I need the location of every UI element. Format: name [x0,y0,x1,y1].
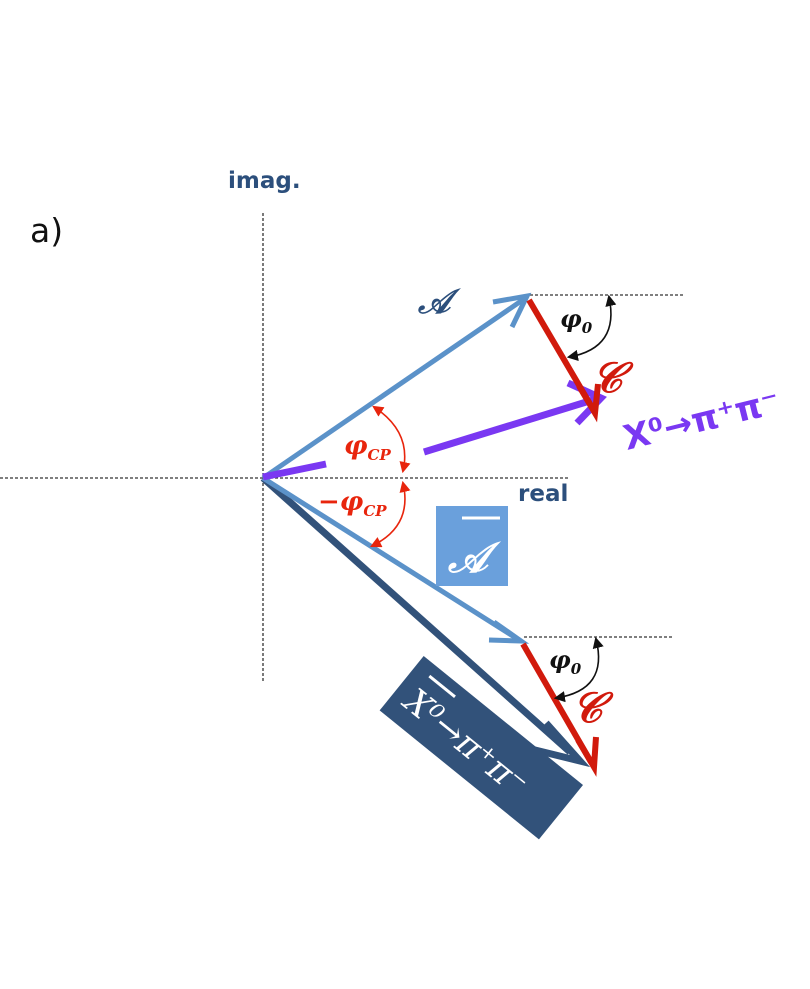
correction-label-bottom: 𝒞 [572,683,614,732]
x0-decay-label: X⁰→π⁺π⁻ [620,381,784,458]
phi-cp-arc [372,405,411,474]
phi0-arc-top [566,294,617,361]
neg-phi-cp-arc [369,480,411,548]
phi0-label-bottom: φ0 [549,645,582,678]
amplitude-label: 𝒜 [417,282,461,322]
x0-decay-vector [262,379,607,481]
x0bar-decay-vector [260,475,591,768]
neg-phi-cp-label: −φCP [318,487,387,520]
imag-axis-label: imag. [228,168,301,194]
amplitude-bar-vector [261,475,530,644]
x0bar-decay-label: X⁰→π⁺π⁻ [379,656,583,840]
phi0-arc-bottom [553,636,604,703]
real-axis-label: real [518,481,568,507]
amplitude-vector [261,292,532,481]
correction-label-top: 𝒞 [592,353,634,402]
phi0-label-top: φ0 [560,304,593,337]
correction-vector-top [526,298,601,423]
amplitude-bar-label: 𝒜 [436,506,508,586]
phi-cp-label: φCP [344,431,391,464]
panel-label: a) [30,211,63,250]
correction-vector-bottom [520,642,599,777]
